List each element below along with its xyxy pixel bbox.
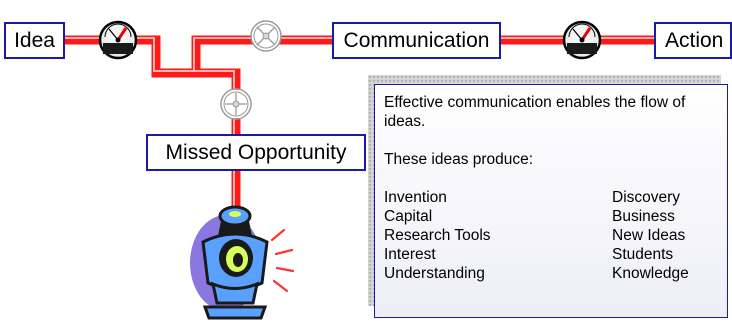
panel-lead: These ideas produce: (384, 151, 534, 168)
outcome-item: Business (612, 208, 675, 225)
toilet-icon (190, 205, 295, 320)
outcome-item: Understanding (384, 265, 485, 282)
idea-node: Idea (4, 22, 65, 59)
pipe-idea-to-missed (63, 35, 241, 140)
outcome-item: Students (612, 246, 674, 263)
pipe-tee-up (191, 35, 334, 73)
gauge-icon (562, 20, 602, 60)
gauge-icon (98, 20, 138, 60)
valve-icon (250, 20, 282, 52)
communication-node: Communication (332, 22, 501, 59)
outcome-item: New Ideas (612, 227, 686, 244)
missed-opportunity-node: Missed Opportunity (146, 134, 366, 171)
outcome-item: Discovery (612, 189, 681, 206)
valve-icon (220, 88, 252, 120)
outcome-item: Interest (384, 246, 436, 263)
outcome-item: Research Tools (384, 227, 491, 244)
outcome-item: Capital (384, 208, 433, 225)
outcome-item: Knowledge (612, 265, 689, 282)
outcome-item: Invention (384, 189, 447, 206)
panel-intro: Effective communication enables the flow… (384, 94, 686, 130)
action-node: Action (654, 22, 732, 59)
description-panel: Effective communication enables the flow… (374, 84, 728, 318)
